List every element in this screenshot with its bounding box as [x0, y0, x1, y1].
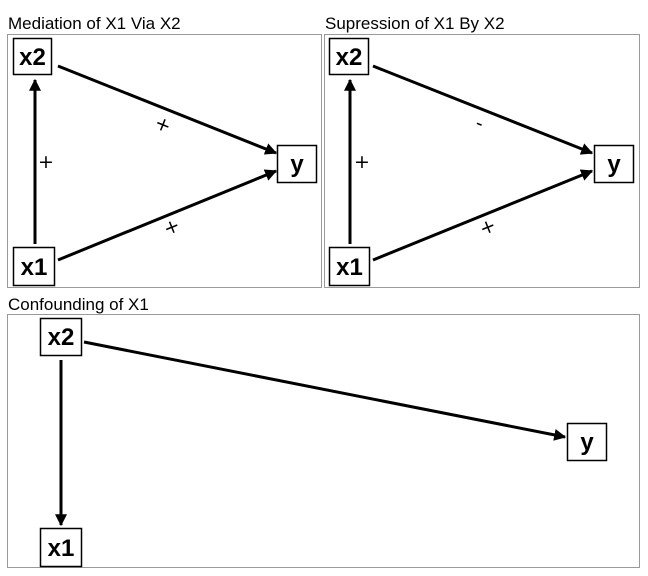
panel-frame-mediation	[7, 34, 322, 288]
svg-text:x1: x1	[48, 535, 75, 562]
node-y: y	[593, 144, 635, 184]
svg-text:y: y	[607, 151, 621, 178]
svg-text:x2: x2	[19, 44, 46, 71]
sign-x1-to-y: +	[476, 214, 499, 240]
panel-frame-suppression	[324, 34, 640, 288]
svg-text:y: y	[580, 429, 594, 456]
sign-x1-to-y: +	[160, 214, 183, 240]
sign-x2-to-y: -	[472, 112, 487, 135]
svg-text:x1: x1	[336, 254, 363, 281]
edge-x2-to-y	[83, 340, 567, 441]
node-x1: x1	[328, 246, 371, 287]
panel-title-mediation: Mediation of X1 Via X2	[8, 14, 181, 33]
edge-x1-to-y	[57, 169, 278, 262]
sign-x2-to-y: +	[151, 112, 174, 138]
panel-frame-confounding	[7, 314, 640, 568]
svg-text:x2: x2	[336, 44, 363, 71]
sign-x1-to-x2: +	[354, 151, 370, 173]
edge-x2-to-y	[57, 64, 278, 155]
panel-title-confounding: Confounding of X1	[8, 295, 149, 314]
edge-x2-to-y	[372, 64, 594, 155]
node-y: y	[276, 144, 318, 184]
node-x2: x2	[39, 317, 83, 357]
node-x2: x2	[328, 37, 370, 76]
svg-text:y: y	[290, 151, 304, 178]
panel-title-suppression: Supression of X1 By X2	[325, 14, 505, 33]
svg-text:x2: x2	[48, 324, 75, 351]
sign-x1-to-x2: +	[38, 151, 54, 173]
node-x2: x2	[12, 37, 53, 76]
edge-x1-to-y	[372, 169, 594, 262]
node-x1: x1	[39, 527, 83, 568]
svg-text:x1: x1	[21, 254, 48, 281]
node-y: y	[566, 422, 608, 462]
node-x1: x1	[12, 246, 56, 287]
